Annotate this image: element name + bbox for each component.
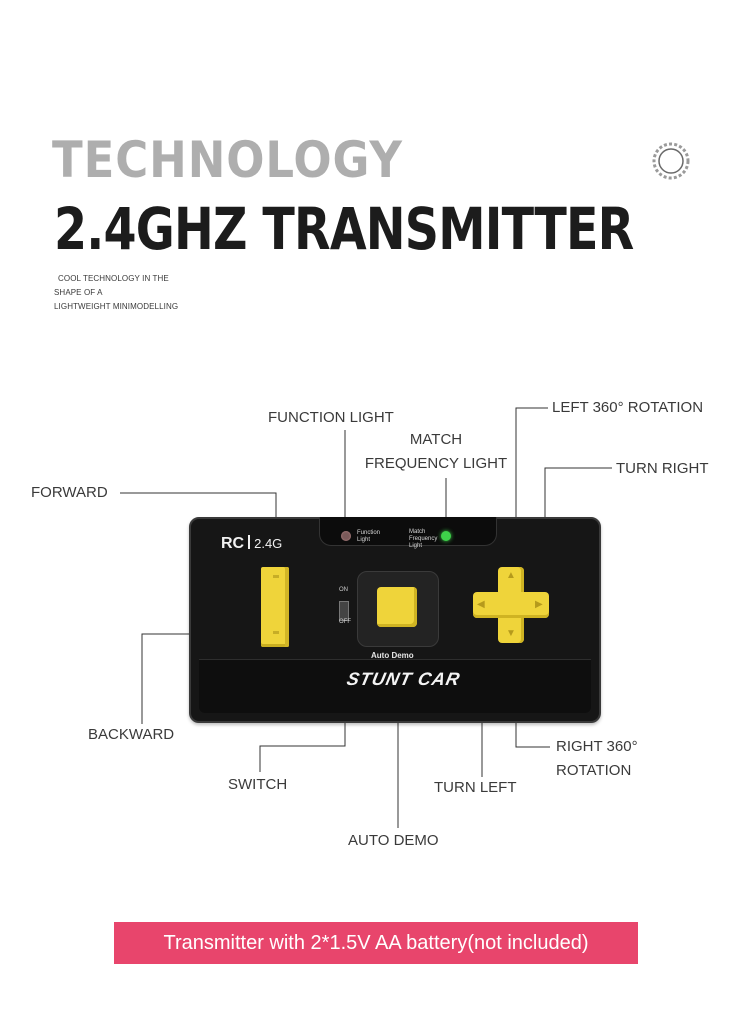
callout-match-line-1: MATCH: [409, 431, 463, 448]
match-light-label-3: Light: [409, 543, 423, 549]
lever-ridge-top: [273, 575, 279, 578]
remote-frequency: 2.4G: [254, 536, 283, 551]
match-frequency-led: [441, 531, 451, 541]
match-light-label: Match Frequency Light: [409, 529, 437, 550]
dpad-left-arrow-icon: ◀: [477, 599, 485, 610]
remote-brand-rc: RC: [221, 535, 245, 552]
callout-left-360-rotation: LEFT 360° ROTATION: [552, 399, 704, 416]
description-line-3: LIGHTWEIGHT MINIMODELLING: [54, 302, 179, 311]
dpad-down-arrow-icon: ▼: [506, 628, 516, 639]
lever-ridge-bottom: [273, 631, 279, 634]
description-line-1: COOL TECHNOLOGY IN THE: [58, 274, 169, 283]
dpad-right-arrow-icon: ▶: [535, 599, 543, 610]
match-light-label-2: Frequency: [409, 536, 438, 542]
direction-dpad[interactable]: ▲ ▼ ◀ ▶: [473, 567, 549, 643]
brand-separator: [248, 535, 251, 549]
callout-right-360-line-2: ROTATION: [556, 762, 632, 779]
remote-lower-panel: [199, 659, 591, 713]
function-light-led: [341, 531, 351, 541]
dpad-horizontal[interactable]: [473, 592, 549, 618]
description-line-2: SHAPE OF A: [54, 288, 103, 297]
function-light-label-1: Function: [357, 530, 381, 536]
callout-backward: BACKWARD: [88, 726, 175, 743]
callout-forward: FORWARD: [31, 484, 108, 501]
eyebrow-heading: TECHNOLOGY: [52, 131, 403, 189]
callout-right-360-rotation: RIGHT 360° ROTATION: [556, 735, 638, 783]
callout-switch: SWITCH: [228, 776, 288, 793]
callout-right-360-line-1: RIGHT 360°: [556, 738, 638, 755]
battery-banner: Transmitter with 2*1.5V AA battery(not i…: [114, 922, 638, 964]
callout-match-line-2: FREQUENCY LIGHT: [364, 455, 508, 472]
callout-auto-demo: AUTO DEMO: [348, 832, 439, 849]
auto-demo-button[interactable]: [377, 587, 417, 627]
function-light-label: Function Light: [357, 530, 380, 544]
callout-match-frequency-light: MATCH FREQUENCY LIGHT: [356, 428, 516, 476]
power-switch[interactable]: [339, 601, 349, 621]
transmitter-remote: RC 2.4G Function Light Match Frequency Li…: [189, 517, 601, 723]
remote-brand: RC 2.4G: [221, 535, 282, 553]
callout-function-light: FUNCTION LIGHT: [268, 409, 394, 426]
description: COOL TECHNOLOGY IN THE SHAPE OF A LIGHTW…: [54, 272, 178, 314]
switch-off-label: OFF: [339, 619, 351, 625]
product-logo: STUNT CAR: [344, 669, 463, 689]
callout-turn-left: TURN LEFT: [434, 779, 517, 796]
forward-backward-lever[interactable]: [261, 567, 289, 647]
match-light-label-1: Match: [409, 529, 426, 535]
switch-on-label: ON: [339, 587, 348, 593]
callout-turn-right: TURN RIGHT: [616, 460, 709, 477]
auto-demo-label: Auto Demo: [371, 651, 414, 660]
page-title: 2.4GHZ TRANSMITTER: [54, 195, 634, 263]
brand-ring-icon: [652, 142, 690, 180]
function-light-label-2: Light: [357, 537, 371, 543]
dpad-up-arrow-icon: ▲: [506, 570, 516, 581]
